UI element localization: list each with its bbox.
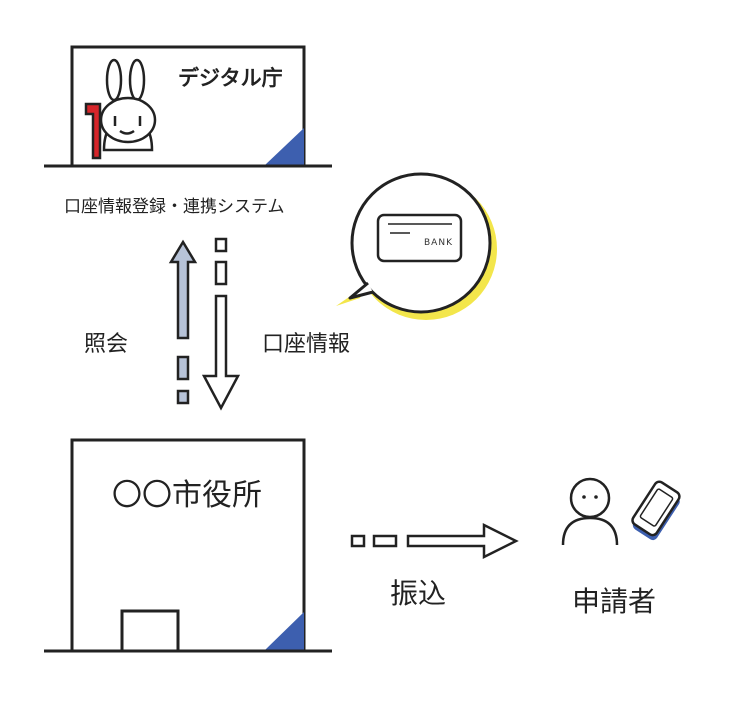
corner-triangle-icon [265,612,304,650]
applicant-label: 申請者 [572,585,657,618]
city-hall-name: 〇〇市役所 [112,478,262,513]
inquiry-label: 照会 [84,332,129,357]
account-info-label: 口座情報 [262,332,351,357]
agency-name: デジタル庁 [178,66,283,90]
transfer-label: 振込 [390,577,447,610]
rabbit-mascot-icon [84,58,157,160]
bank-card-label: BANK [424,238,453,248]
person-icon [561,477,619,546]
corner-triangle-icon [265,128,304,165]
city-hall-building [44,438,332,653]
door-icon [120,609,180,653]
bank-card-icon [376,213,463,263]
account-info-arrow-icon [201,237,241,411]
inquiry-arrow-icon [168,239,198,405]
smartphone-icon [631,480,681,541]
digital-agency-building [44,45,332,168]
system-name: 口座情報登録・連携システム [64,197,285,217]
transfer-arrow-icon [350,522,519,560]
speech-bubble [336,172,497,320]
